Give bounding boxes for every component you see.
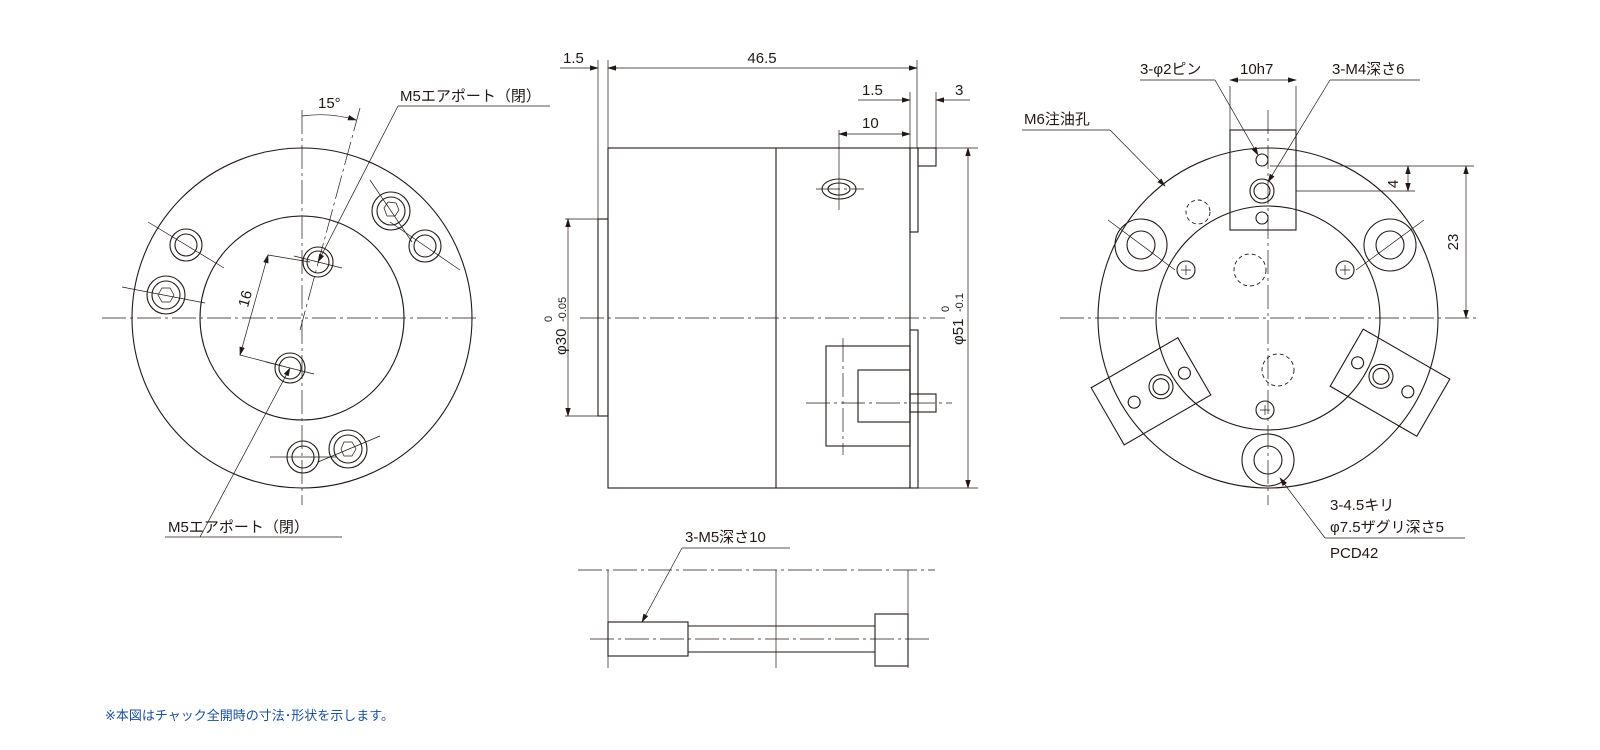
- hole-label-2: φ7.5ザグリ深さ5: [1330, 519, 1444, 536]
- thread-label: 3-M5深さ10: [685, 529, 766, 546]
- left-hole-right: [389, 221, 461, 271]
- left-socket-upper-right: [369, 179, 413, 243]
- dim-23: 23: [1445, 234, 1462, 251]
- hole-label-1: 3-4.5キリ: [1330, 497, 1394, 514]
- dia30-main: φ30: [553, 329, 570, 355]
- tap-label: 3-M4深さ6: [1332, 61, 1405, 78]
- dim-10h7: 10h7: [1240, 61, 1273, 78]
- dim-1-5-left: 1.5: [563, 50, 584, 67]
- left-hole-lower-left: [270, 440, 336, 474]
- left-end-view: 16 15° M5エアポート（閉） M5エアポート（閉）: [102, 88, 550, 538]
- footnote: ※本図はチャック全開時の寸法･形状を示します。: [105, 709, 394, 724]
- dim-16: 16: [235, 289, 256, 310]
- dia30-lower: -0.05: [557, 297, 569, 322]
- dia51-lower: -0.1: [954, 293, 966, 312]
- left-socket-left: [121, 275, 206, 315]
- side-view: 1.5 46.5 1.5 3 10 φ30 0 -0.05 φ51 0 -0.1: [543, 50, 978, 489]
- angle-15: 15°: [318, 95, 341, 112]
- left-socket-lower-right: [317, 429, 381, 469]
- port-label-bottom: M5エアポート（閉）: [168, 519, 309, 536]
- port-label-top: M5エアポート（閉）: [400, 88, 541, 105]
- dim-10: 10: [862, 115, 879, 132]
- dia30-upper: 0: [543, 316, 555, 322]
- pin-label: 3-φ2ピン: [1140, 61, 1201, 78]
- left-port-hole-top: [293, 246, 343, 278]
- dim-1-5-right: 1.5: [862, 82, 883, 99]
- right-end-view: 10h7 3-φ2ピン 3-M4深さ6 M6注油孔 4 23 3-4.5キリ φ…: [1022, 61, 1478, 562]
- dia51-upper: 0: [940, 306, 952, 312]
- dia51-main: φ51: [950, 319, 967, 345]
- bottom-view: 3-M5深さ10: [578, 529, 935, 668]
- oil-label: M6注油孔: [1024, 111, 1090, 128]
- left-hole-upper-left: [147, 221, 225, 269]
- hole-label-3: PCD42: [1330, 545, 1378, 562]
- dim-3: 3: [955, 82, 963, 99]
- dim-4: 4: [1385, 180, 1402, 188]
- dim-46-5: 46.5: [747, 50, 776, 67]
